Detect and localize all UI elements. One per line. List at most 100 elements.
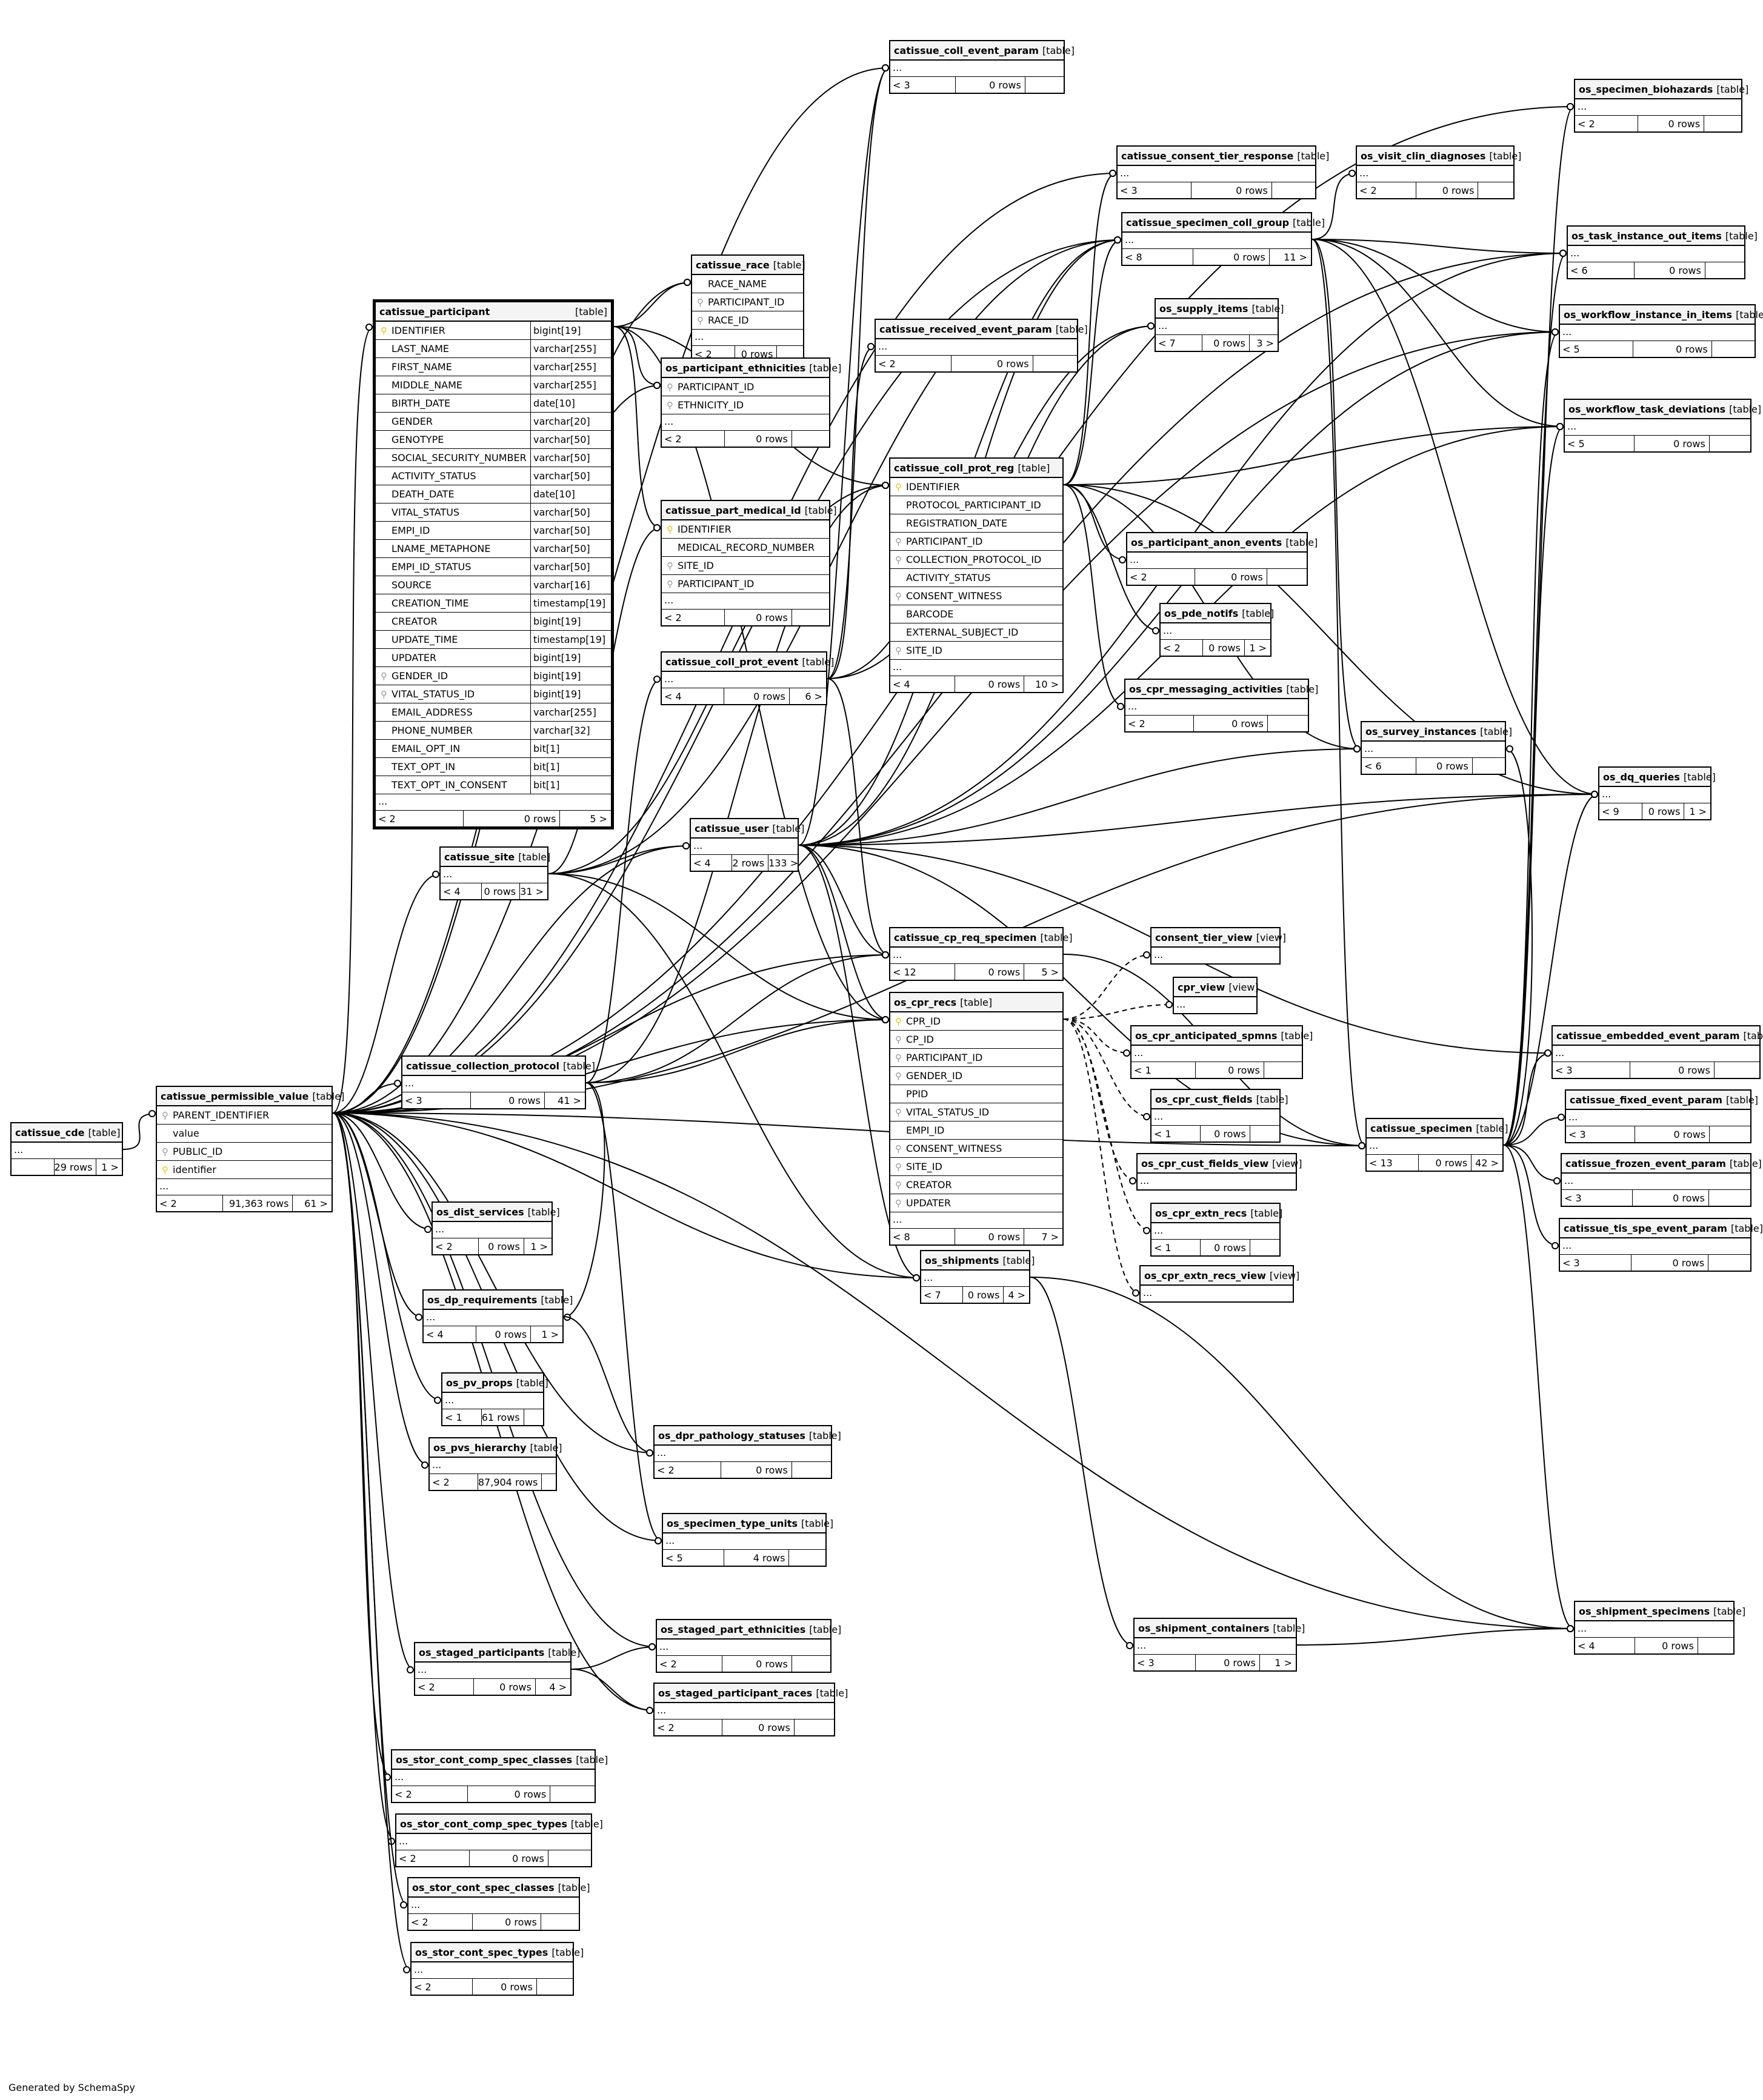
parent-count-link[interactable]: < 4 (424, 1326, 477, 1342)
more-columns-ellipsis[interactable]: ... (1575, 1621, 1733, 1638)
parent-count-link[interactable]: < 3 (1566, 1126, 1636, 1142)
table-name[interactable]: os_pde_notifs (1164, 607, 1239, 619)
table-os-stor-cont-comp-spec-types[interactable]: os_stor_cont_comp_spec_types[table]...< … (395, 1813, 603, 1867)
table-name[interactable]: catissue_cde (15, 1126, 85, 1138)
table-catissue-race[interactable]: catissue_race[table]RACE_NAME⚲PARTICIPAN… (691, 254, 805, 363)
more-columns-ellipsis[interactable]: ... (1122, 233, 1311, 249)
more-columns-ellipsis[interactable]: ... (890, 660, 1062, 676)
more-columns-ellipsis[interactable]: ... (1565, 419, 1750, 436)
more-columns-ellipsis[interactable]: ... (1127, 553, 1307, 569)
table-header[interactable]: catissue_fixed_event_param[table] (1566, 1091, 1758, 1110)
parent-count-link[interactable] (12, 1159, 55, 1175)
child-count-link[interactable] (537, 1979, 573, 1995)
table-catissue-permissible-value[interactable]: catissue_permissible_value[table]⚲PARENT… (156, 1086, 344, 1212)
table-catissue-coll-prot-reg[interactable]: catissue_coll_prot_reg[table]⚲IDENTIFIER… (889, 457, 1064, 693)
parent-count-link[interactable]: < 6 (1568, 262, 1635, 278)
more-columns-ellipsis[interactable]: ... (1575, 99, 1741, 116)
more-columns-ellipsis[interactable]: ... (408, 1898, 579, 1914)
more-columns-ellipsis[interactable]: ... (1566, 1110, 1750, 1126)
table-name[interactable]: os_participant_ethnicities (665, 362, 806, 374)
parent-count-link[interactable]: < 1 (1151, 1240, 1201, 1255)
table-name[interactable]: catissue_permissible_value (161, 1090, 309, 1102)
table-catissue-part-medical-id[interactable]: catissue_part_medical_id[table]⚲IDENTIFI… (661, 500, 837, 626)
table-name[interactable]: catissue_user (695, 822, 769, 834)
parent-count-link[interactable]: < 2 (430, 1474, 478, 1490)
table-header[interactable]: os_dp_requirements[table] (424, 1291, 573, 1310)
child-count-link[interactable] (1712, 341, 1755, 357)
more-columns-ellipsis[interactable]: ... (1118, 166, 1315, 182)
child-count-link[interactable] (1710, 436, 1750, 451)
table-name[interactable]: os_stor_cont_spec_types (415, 1946, 548, 1958)
child-count-link[interactable]: 61 > (304, 1197, 328, 1209)
column-row[interactable]: MEDICAL_RECORD_NUMBER (662, 539, 829, 557)
table-os-cpr-recs[interactable]: os_cpr_recs[table]⚲CPR_ID⚲CP_ID⚲PARTICIP… (889, 992, 1064, 1246)
table-name[interactable]: os_survey_instances (1365, 725, 1477, 737)
table-header[interactable]: cpr_view[view] (1174, 978, 1259, 997)
parent-count-link[interactable]: < 4 (662, 688, 724, 704)
parent-count-link[interactable]: < 4 (441, 883, 482, 899)
parent-count-link[interactable]: < 3 (1553, 1062, 1630, 1078)
child-count-link[interactable] (1715, 1062, 1759, 1078)
column-row[interactable]: ⚲CONSENT_WITNESS (890, 1140, 1062, 1158)
parent-count-link[interactable]: < 2 (1161, 640, 1204, 656)
column-row[interactable]: ⚲SITE_ID (662, 557, 829, 575)
table-name[interactable]: os_dq_queries (1603, 771, 1680, 783)
more-columns-ellipsis[interactable]: ... (157, 1179, 332, 1195)
table-header[interactable]: os_stor_cont_spec_types[table] (412, 1943, 584, 1962)
child-count-link[interactable]: 5 > (590, 812, 607, 825)
child-count-link[interactable] (795, 1720, 834, 1735)
table-header[interactable]: consent_tier_view[view] (1151, 928, 1286, 948)
more-columns-ellipsis[interactable]: ... (662, 414, 829, 431)
child-count-link[interactable]: 4 > (1008, 1289, 1025, 1301)
table-name[interactable]: catissue_site (444, 851, 515, 863)
table-name[interactable]: os_stor_cont_comp_spec_classes (396, 1753, 573, 1766)
parent-count-link[interactable]: < 2 (1125, 716, 1195, 731)
parent-count-link[interactable]: < 5 (1565, 436, 1635, 451)
table-header[interactable]: os_cpr_cust_fields[table] (1151, 1090, 1288, 1109)
parent-count-link[interactable]: < 2 (408, 1914, 473, 1930)
table-header[interactable]: os_workflow_instance_in_items[table] (1560, 305, 1763, 325)
child-count-link[interactable] (1708, 1255, 1750, 1271)
column-row[interactable]: PPID (890, 1085, 1062, 1103)
more-columns-ellipsis[interactable]: ... (12, 1143, 122, 1159)
parent-count-link[interactable]: < 12 (890, 964, 956, 980)
parent-count-link[interactable]: < 3 (402, 1092, 472, 1108)
parent-count-link[interactable]: < 7 (921, 1287, 964, 1303)
more-columns-ellipsis[interactable]: ... (655, 1703, 834, 1720)
table-header[interactable]: os_cpr_cust_fields_view[view] (1138, 1154, 1302, 1174)
table-header[interactable]: os_cpr_extn_recs[table] (1151, 1204, 1282, 1223)
table-header[interactable]: os_survey_instances[table] (1362, 722, 1512, 742)
child-count-link[interactable]: 7 > (1041, 1231, 1059, 1243)
table-header[interactable]: os_dist_services[table] (433, 1203, 560, 1222)
more-columns-ellipsis[interactable]: ... (655, 1446, 831, 1462)
parent-count-link[interactable]: < 2 (1127, 569, 1195, 585)
more-columns-ellipsis[interactable]: ... (663, 1533, 825, 1550)
table-os-cpr-messaging-activities[interactable]: os_cpr_messaging_activities[table]...< 2… (1124, 679, 1318, 733)
column-row[interactable]: ⚲SITE_ID (890, 1158, 1062, 1176)
more-columns-ellipsis[interactable]: ... (1151, 1109, 1279, 1126)
table-header[interactable]: catissue_collection_protocol[table] (402, 1057, 595, 1076)
parent-count-link[interactable]: < 7 (1156, 335, 1203, 351)
table-name[interactable]: catissue_race (696, 259, 770, 271)
table-name[interactable]: os_supply_items (1159, 302, 1248, 314)
more-columns-ellipsis[interactable]: ... (441, 867, 547, 883)
table-header[interactable]: catissue_permissible_value[table] (157, 1087, 344, 1106)
